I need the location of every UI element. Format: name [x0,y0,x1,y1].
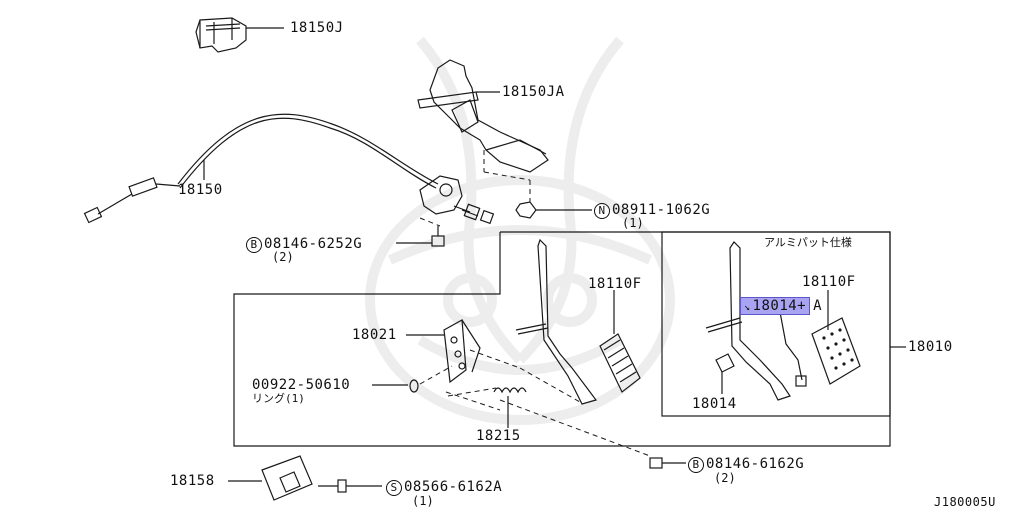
part-18150J-bracket [195,17,284,53]
label-18021: 18021 [352,327,397,343]
part-18014-clip [715,353,735,394]
label-18014A-highlighted[interactable]: ↘18014+A [740,297,823,316]
label-18158: 18158 [170,473,215,489]
bolt1-code: 08146-6252G [264,236,363,252]
label-18110F-right: 18110F [802,274,856,290]
label-18150J: 18150J [290,20,344,36]
label-18150: 18150 [178,182,223,198]
bolt1-prefix-badge: B [246,237,262,253]
label-18010: 18010 [908,339,953,355]
label-18110F-left: 18110F [588,276,642,292]
watermark-emblem [365,36,675,425]
part-pedal-arm-right [705,241,807,401]
label-bolt1-qty: (2) [272,250,294,264]
highlight-18014A[interactable]: ↘18014+ [740,297,811,315]
label-18150JA: 18150JA [502,84,565,100]
label-18014A-suffix: A [813,298,823,314]
diagram-id: J180005U [934,495,996,509]
pointer-icon: ↘ [744,302,751,313]
part-bolt-08146-6162G [649,457,686,469]
nut-code: 08911-1062G [612,202,711,218]
part-18158-plate [228,455,313,501]
bolt2-prefix-badge: B [688,457,704,473]
nut-prefix-badge: N [594,203,610,219]
part-pivot-bracket [419,175,495,225]
part-18021-bracket [406,319,481,384]
part-bolt-08146-6252G [396,226,445,247]
part-screw-08566 [318,479,382,493]
label-ring-name: リング(1) [252,392,305,405]
label-ring-00922: 00922-50610 [252,377,351,393]
highlight-18014A-text: 18014+ [752,298,807,314]
aluminum-pad-box [661,231,891,417]
part-18110F-pad-left [599,290,641,393]
part-18215-spring [493,387,527,428]
part-18150JA-bracket [417,59,549,173]
part-ring-00922 [372,379,419,393]
label-screw-qty: (1) [412,494,434,508]
label-bolt2-qty: (2) [714,471,736,485]
part-18110F-pad-right [811,290,861,385]
label-aluminum-pad-spec: アルミパット仕様 [764,236,852,249]
label-nut-qty: (1) [622,216,644,230]
screw-code: 08566-6162A [404,479,503,495]
part-18150-cable [83,113,439,224]
label-18014: 18014 [692,396,737,412]
screw-prefix-badge: S [386,480,402,496]
part-nut-08911 [515,201,592,219]
label-18215: 18215 [476,428,521,444]
part-pedal-arm-left [515,238,598,405]
bolt2-code: 08146-6162G [706,456,805,472]
